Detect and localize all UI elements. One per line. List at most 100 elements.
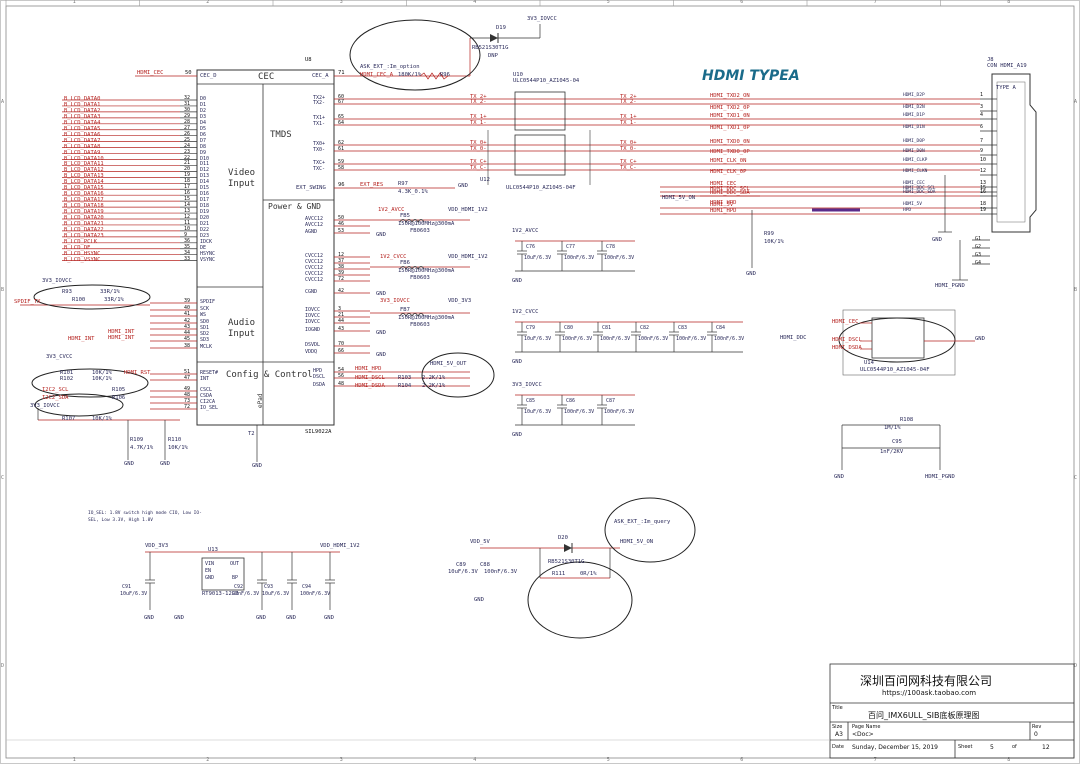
page-name-value: <Doc> [852, 731, 874, 738]
cap-ref: C76 [526, 244, 536, 250]
connector-net-label: HDMI_D2N [903, 105, 925, 110]
vdd-12-a: VDD_HDMI_1V2 [448, 207, 488, 213]
video-pin-name: D16 [200, 191, 210, 198]
config-pin-number: 51 [184, 369, 191, 375]
d20-part: RB521S30T1G [548, 559, 585, 565]
io-sel-note: IO_SEL: 1.8V switch high mode CIO, Low I… [88, 511, 202, 523]
video-pin-number: 9 [184, 231, 188, 238]
c89: C89 [456, 562, 466, 568]
cap-group-supply: 3V3_IOVCC [512, 382, 542, 388]
audio-supply: 3V3_IOVCC [42, 278, 72, 284]
connector-net-label: HDMI_DDC_SDA [903, 190, 936, 195]
edge-row-label: A [1, 99, 5, 105]
power-pin-name: IOGND [305, 327, 321, 333]
video-pin-name: D15 [200, 185, 210, 192]
connector-net-label: HDMI_D0N [903, 149, 925, 154]
connector-pin-number: 4 [980, 112, 984, 118]
cap-ref: C85 [526, 398, 536, 404]
edge-col-label: 5 [606, 0, 610, 5]
cap-ref: C82 [640, 325, 650, 331]
power-pin-name: CVCC12 [305, 253, 324, 259]
video-net-label: B_LCD_DATA4 [64, 119, 101, 126]
connector-pin-number: 3 [980, 104, 984, 110]
power-pin-name: VDDQ [305, 349, 318, 355]
connector-net-label: HDMI_CEC [903, 181, 925, 186]
connector-net-label: HDMI_5V [903, 202, 922, 207]
ddc-sda: HDMI_DSDA [832, 345, 862, 351]
video-pin-number: 23 [184, 148, 191, 155]
tmds-pin-number: 62 [338, 140, 345, 146]
power-pin-name: AVCC12 [305, 216, 324, 222]
connector-pin-number: 19 [980, 207, 987, 213]
video-pin-name: D12 [200, 167, 210, 174]
cap-ref: C84 [716, 325, 726, 331]
hdmi-int-net-3: HDMI_INT [108, 335, 135, 341]
hdmi-net-label: HDMI_TXD1_0N [710, 113, 750, 119]
connector-pin-number: 12 [980, 168, 987, 174]
tmds-pin-number: 59 [338, 159, 345, 165]
cap-value: 100nF/6.3V [562, 336, 593, 342]
power-gnd: GND [376, 352, 386, 358]
video-pin-number: 14 [184, 202, 191, 209]
r103: R103 [398, 375, 412, 381]
u13-gnd-label: GND [174, 615, 184, 621]
hdmi-dscl: HDMI_DSCL [355, 375, 385, 381]
cap-ref: C79 [526, 325, 536, 331]
u13-part: RT9013-12GB [202, 591, 239, 597]
edge-col-label: 3 [339, 757, 343, 763]
video-net-label: B_LCD_DATA14 [64, 179, 104, 186]
config-pin-number: 49 [184, 386, 191, 392]
hdmi-net-label: HDMI_DDC_SDA [710, 190, 750, 196]
video-pin-name: D17 [200, 197, 210, 204]
r108-val: 1M/1% [884, 425, 901, 431]
u10-ref: U10 [513, 72, 523, 78]
tmds-pin-name: TX0- [313, 147, 326, 153]
cec-d: CEC_D [200, 73, 217, 79]
cap-ref: C77 [566, 244, 576, 250]
video-net-label: B_LCD_DATA20 [64, 215, 104, 221]
ddc-cec: HDMI_CEC [832, 319, 859, 325]
r108: R108 [900, 417, 914, 423]
video-net-label: B_LCD_DATA16 [64, 191, 104, 198]
hdmi-net-label: HDMI_TXD0_0P [710, 149, 750, 155]
video-pin-number: 20 [184, 166, 191, 173]
video-pin-number: 35 [184, 243, 191, 250]
video-net-label: B_LCD_DATA0 [64, 96, 101, 102]
cap-group-supply: 1V2_AVCC [512, 228, 539, 234]
cap-ref: C87 [606, 398, 616, 404]
tmds-net-label: TX_C+ [470, 159, 487, 165]
video-net-label: B_LCD_DATA8 [64, 143, 101, 150]
tmds-pin-name: TX2- [313, 100, 326, 106]
cap-value: 100nF/6.3V [600, 336, 631, 342]
connector-net-label: HDMI_D2P [903, 93, 925, 98]
tmds-pin-name: TX2+ [313, 95, 326, 101]
r109-val: 4.7K/1% [130, 445, 154, 451]
config-control-block-title: Config & Control [226, 370, 313, 380]
r107-val: 10K/1% [92, 416, 112, 422]
cvcc-supply: 1V2_CVCC [380, 254, 407, 260]
cap-group-supply: 1V2_CVCC [512, 309, 539, 315]
ldo-cap-ref: C91 [122, 584, 132, 590]
video-net-label: B_LCD_DATA3 [64, 113, 101, 120]
hdmi-dsda: HDMI_DSDA [355, 383, 385, 389]
tmds-pin-name: TXC+ [313, 160, 326, 166]
cec-a: CEC_A [312, 73, 329, 79]
ldo-cap-val: 10uF/6.3V [262, 591, 290, 597]
avcc-supply: 1V2_AVCC [378, 207, 405, 213]
hdmi-5v-on-net: HDMI_5V_ON [620, 539, 654, 545]
ldo-output: VDD_HDMI_1V2 [320, 543, 360, 549]
c95: C95 [892, 439, 902, 445]
video-net-label: B_LCD_HSYNC [64, 250, 101, 257]
tmds-net-label: TX_1+ [470, 114, 487, 120]
audio-pin-name: MCLK [200, 344, 213, 350]
video-pin-name: D5 [200, 125, 207, 132]
epad-label: ePad [257, 393, 264, 408]
tmds-pin-name: TX1+ [313, 115, 326, 121]
edge-col-label: 1 [72, 0, 76, 5]
d19-supply: 3V3_IOVCC [527, 16, 557, 22]
audio-input-block-title: Audio Input [228, 318, 256, 339]
video-net-label: B_LCD_VSYNC [64, 256, 101, 263]
cec-pin: 50 [185, 70, 192, 76]
video-net-label: B_LCD_DATA23 [64, 232, 104, 239]
tmds-net-label-2: TX_2+ [620, 94, 637, 100]
